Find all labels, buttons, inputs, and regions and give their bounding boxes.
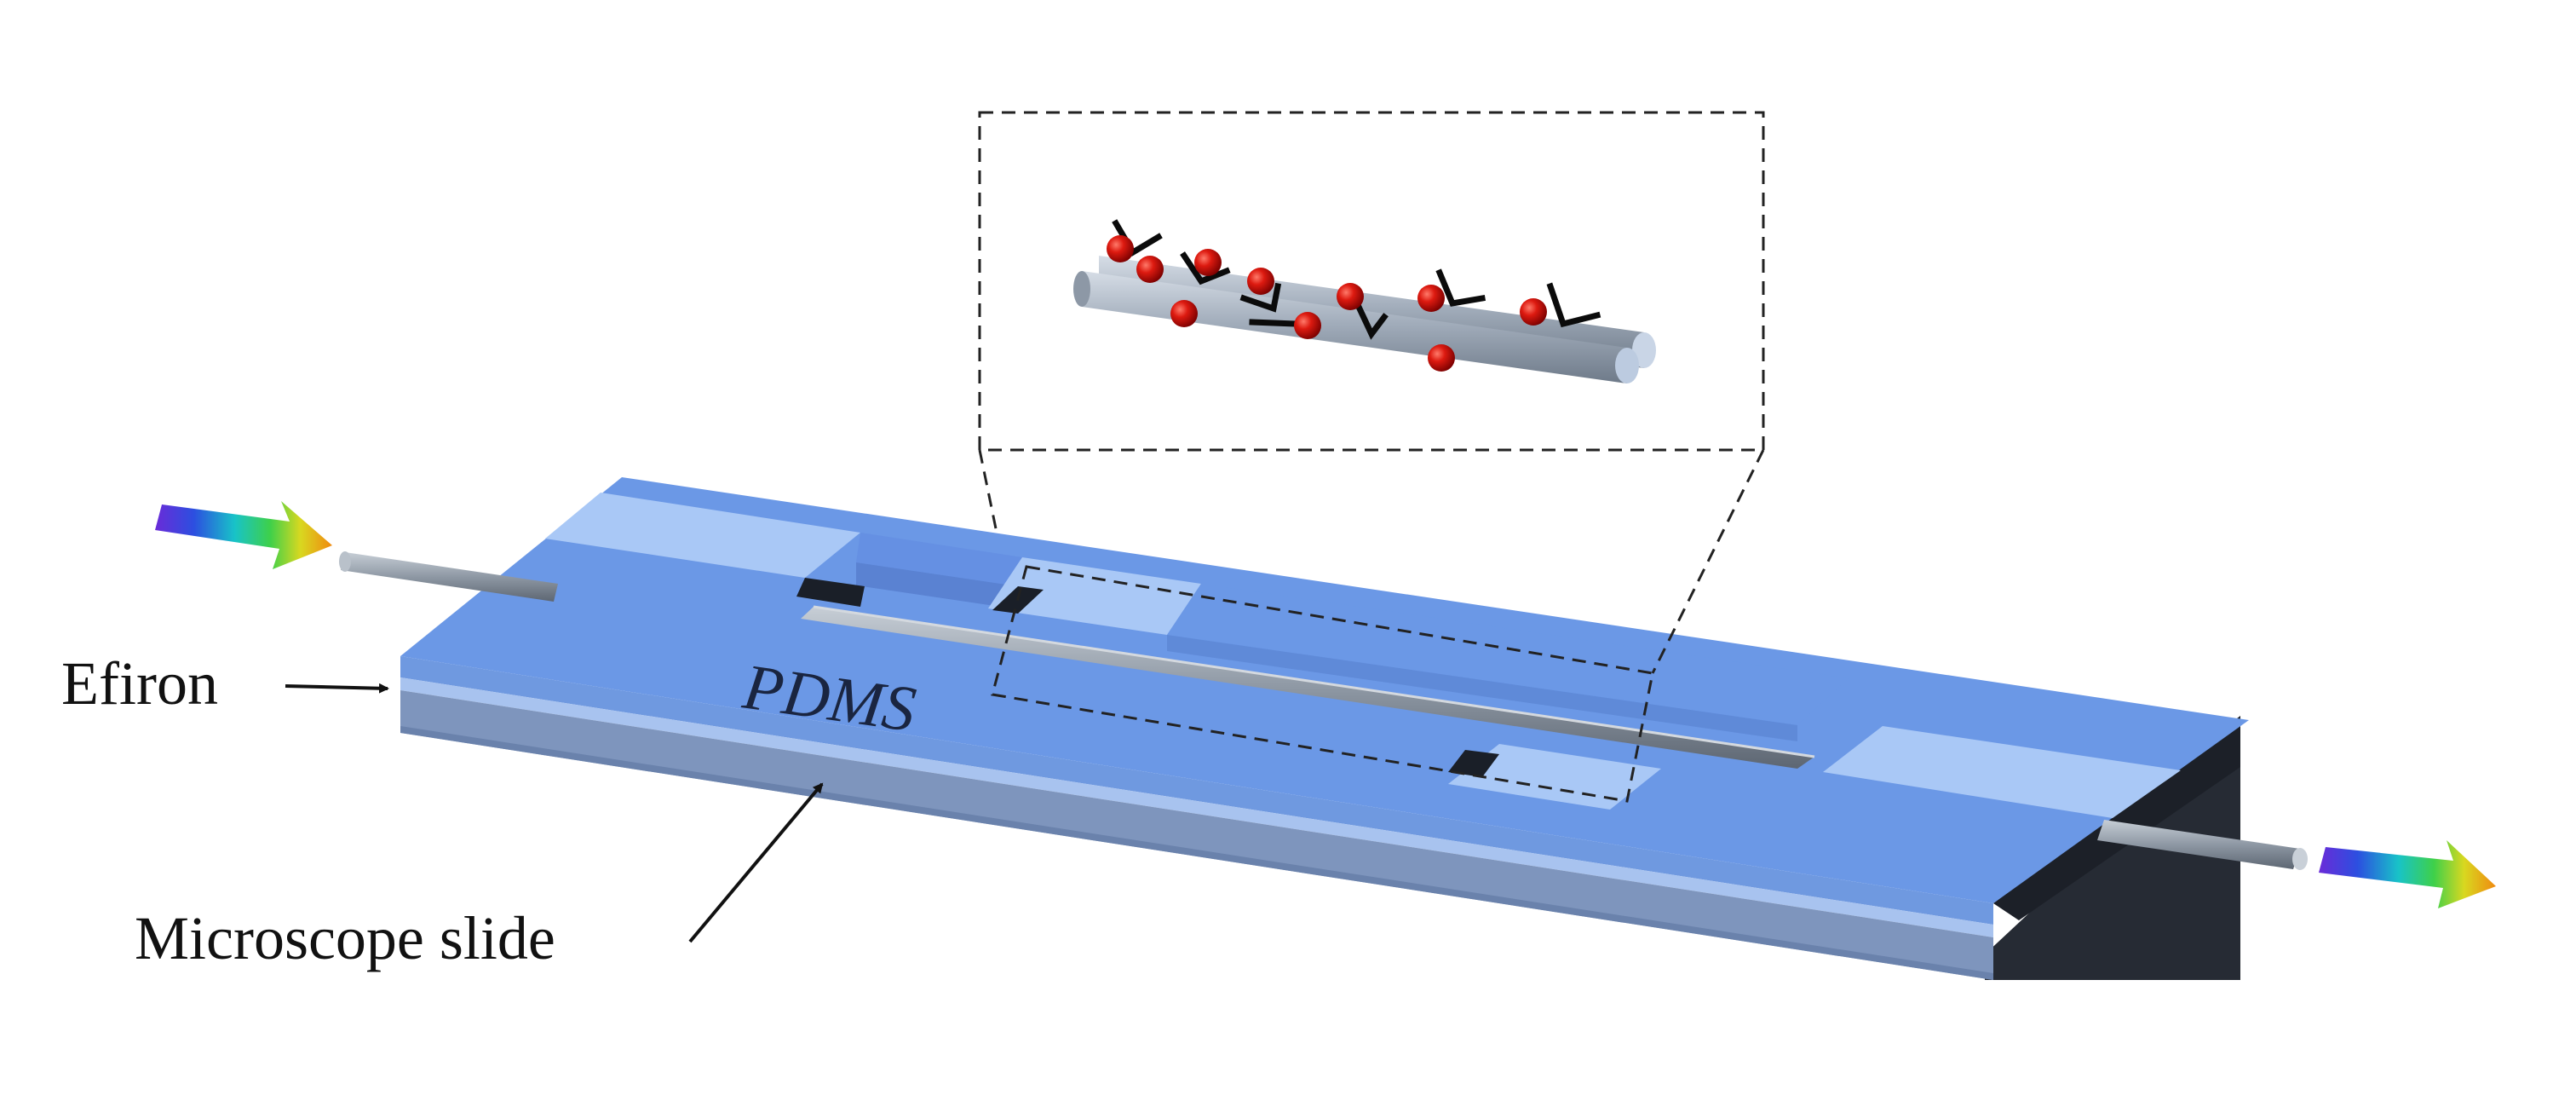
device-top-surface	[400, 477, 2249, 903]
efiron-label: Efiron	[61, 649, 218, 718]
efiron-lower-layer	[400, 677, 1993, 937]
efiron-light-strip-left	[545, 493, 860, 578]
channel-step-bottom	[1448, 750, 1499, 777]
pdms-block-left-front	[856, 562, 1018, 609]
pdms-block-left	[856, 533, 1022, 586]
fiber-in-channel	[801, 607, 1814, 769]
efiron-pointer-arrow	[285, 683, 389, 694]
zoom-region-frame	[991, 565, 1654, 803]
linker-molecules	[1112, 219, 1601, 340]
device-base	[400, 656, 2240, 980]
microscope-slide-pointer-arrow	[688, 782, 824, 943]
channel-window	[988, 557, 1201, 635]
microscope-slide-label: Microscope slide	[135, 904, 555, 972]
channel-step-left	[796, 578, 865, 607]
input-fiber	[339, 551, 558, 602]
pdms-block-right-face	[1167, 635, 1797, 741]
channel-window-lower	[1448, 744, 1661, 810]
microscope-slide-bottom-line	[400, 726, 1993, 980]
nanoparticles	[1107, 235, 1547, 372]
output-fiber	[2097, 820, 2308, 870]
efiron-front-face	[400, 656, 1993, 925]
functionalized-fiber-closeup	[1073, 219, 1656, 383]
efiron-light-strip-right	[1823, 726, 2181, 818]
rainbow-arrow-icon	[155, 501, 332, 569]
zoom-inset	[978, 111, 1765, 803]
microscope-slide-front-face	[400, 690, 1993, 980]
zoom-inset-frame	[978, 111, 1765, 452]
fiber-highlight	[813, 605, 1815, 758]
rainbow-arrow-icon	[2319, 840, 2496, 908]
